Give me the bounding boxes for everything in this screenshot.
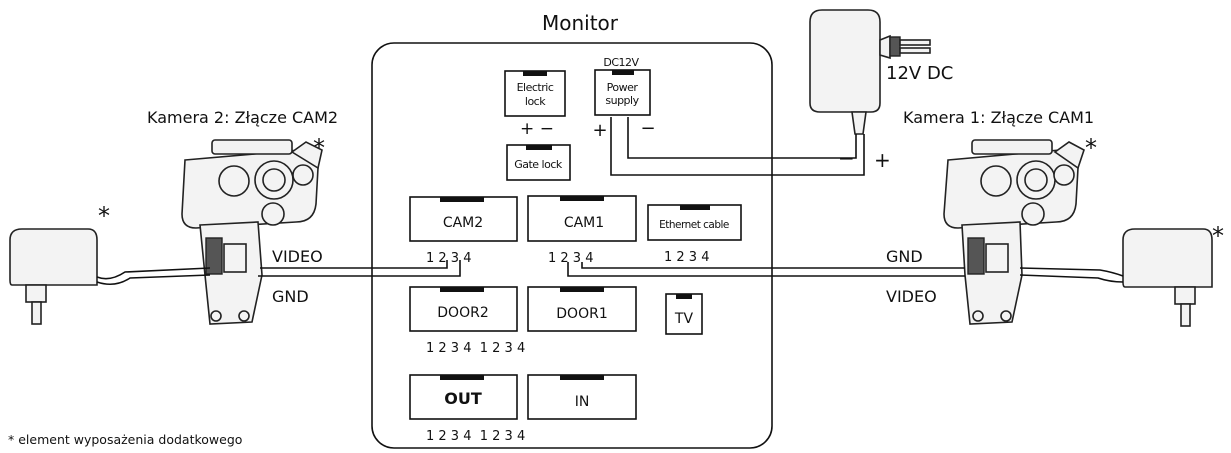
camera2-power-supply: * <box>9 202 110 325</box>
camera-1: Kamera 1: Złącze CAM1 * <box>903 108 1097 325</box>
camera2-psu-asterisk: * <box>98 202 110 230</box>
power-supply-terminal: DC12V Power supply + − <box>592 56 655 141</box>
electric-lock-terminal: Electric lock + − <box>504 70 566 139</box>
camera2-psu-cable <box>96 267 211 280</box>
door-terminals: DOOR2 DOOR1 1 2 3 4 1 2 3 4 <box>409 286 637 356</box>
camera1-video-label: VIDEO <box>886 287 937 306</box>
power-supply-label-line2: supply <box>605 94 639 107</box>
camera2-video-wire <box>260 260 448 269</box>
adapter-minus-sign: − <box>838 146 855 170</box>
electric-lock-label-line2: lock <box>525 95 546 108</box>
ethernet-terminal: Ethernet cable 1 2 3 4 <box>647 204 742 265</box>
camera1-psu-cable-2 <box>1019 274 1124 283</box>
footnote: * element wyposażenia dodatkowego <box>8 432 242 447</box>
electric-lock-polarity: + − <box>520 119 554 139</box>
camera1-psu-asterisk: * <box>1212 222 1224 250</box>
camera1-asterisk: * <box>1085 134 1097 162</box>
camera2-gnd-wire <box>258 260 461 277</box>
gate-lock-terminal: Gate lock <box>506 144 571 181</box>
electric-lock-label-line1: Electric <box>517 81 554 94</box>
door2-label: DOOR2 <box>437 305 488 321</box>
camera-2: Kamera 2: Złącze CAM2 * <box>147 108 338 325</box>
adapter-plus-sign: + <box>874 148 891 172</box>
dc-adapter: 12V DC <box>809 9 953 135</box>
out-in-terminals: OUT IN 1 2 3 4 1 2 3 4 <box>409 374 637 444</box>
ethernet-pins: 1 2 3 4 <box>664 250 709 265</box>
power-plus-sign: + <box>592 120 607 141</box>
monitor-title: Monitor <box>542 11 619 35</box>
cam2-pins: 1 2 3 4 <box>426 251 471 266</box>
tv-label: TV <box>674 311 694 327</box>
adapter-wire-minus <box>627 117 857 159</box>
camera1-psu-cable <box>1019 267 1124 277</box>
adapter-label: 12V DC <box>886 63 953 84</box>
camera2-label: Kamera 2: Złącze CAM2 <box>147 108 338 127</box>
camera2-gnd-label: GND <box>272 287 309 306</box>
cam1-pins: 1 2 3 4 <box>548 251 593 266</box>
camera2-video-label: VIDEO <box>272 247 323 266</box>
door1-label: DOOR1 <box>556 306 607 322</box>
gate-lock-label: Gate lock <box>514 158 563 171</box>
cam1-label: CAM1 <box>564 215 604 231</box>
camera1-gnd-wire <box>567 262 965 277</box>
adapter-wire-plus <box>610 117 865 176</box>
camera1-power-supply: * <box>1122 222 1224 327</box>
power-supply-rating: DC12V <box>603 56 639 69</box>
camera2-psu-cable-2 <box>96 274 211 286</box>
camera1-video-wire <box>581 262 965 269</box>
out-in-pins: 1 2 3 4 1 2 3 4 <box>426 429 525 444</box>
cam2-label: CAM2 <box>443 215 483 231</box>
in-label: IN <box>575 394 590 410</box>
out-label: OUT <box>444 389 482 408</box>
monitor: Monitor Electric lock + − Gate lock DC12… <box>371 11 773 449</box>
power-minus-sign: − <box>640 118 655 139</box>
door-pins: 1 2 3 4 1 2 3 4 <box>426 341 525 356</box>
camera1-label: Kamera 1: Złącze CAM1 <box>903 108 1094 127</box>
tv-terminal: TV <box>665 293 703 335</box>
power-supply-label-line1: Power <box>607 81 639 94</box>
camera1-gnd-label: GND <box>886 247 923 266</box>
ethernet-label: Ethernet cable <box>659 219 729 231</box>
